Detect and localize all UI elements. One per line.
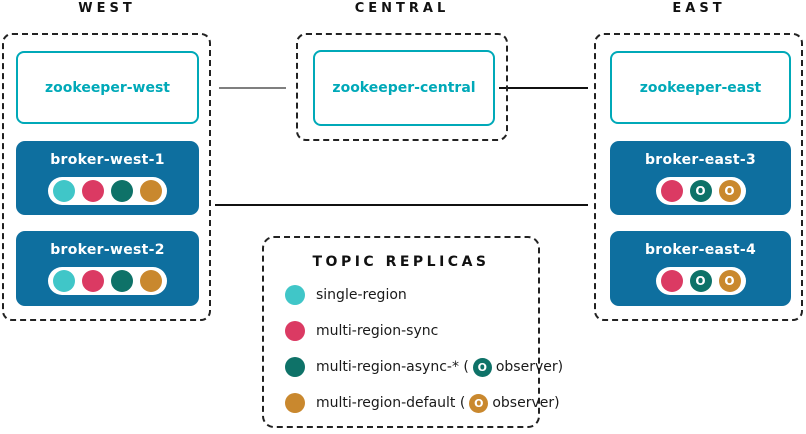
observer-glyph: O	[477, 360, 488, 374]
observer-glyph: O	[474, 396, 484, 410]
zookeeper-west-label: zookeeper-west	[45, 79, 170, 96]
broker-west-2-replica-pill	[48, 267, 167, 295]
legend-item-multi-region-default: multi-region-default ( O observer)	[285, 393, 563, 413]
legend-item-multi-region-async: multi-region-async-* ( O observer)	[285, 357, 563, 377]
replica-dot-multi-region-sync	[82, 270, 104, 292]
legend-dot-multi-region-async	[285, 357, 305, 377]
connector-zookeeper-west-central	[219, 87, 286, 89]
region-header-east: EAST	[672, 1, 726, 16]
broker-east-3-replica-pill: O O	[655, 176, 746, 205]
region-header-west: WEST	[78, 1, 136, 16]
replica-dot-multi-region-default-observer: O	[718, 270, 741, 292]
replica-dot-multi-region-sync	[660, 270, 683, 292]
legend-label: multi-region-sync	[316, 323, 439, 339]
replica-dot-multi-region-async-observer: O	[689, 179, 712, 202]
connector-brokers-west-east	[215, 204, 588, 206]
broker-east-4-replica-pill: O O	[655, 267, 746, 295]
replica-dot-multi-region-async-observer: O	[689, 270, 712, 292]
observer-glyph: O	[724, 183, 735, 198]
legend-box: TOPIC REPLICAS single-region multi-regio…	[262, 236, 563, 428]
region-central-box	[296, 33, 508, 141]
replica-dot-multi-region-sync	[660, 179, 683, 202]
legend-dot-multi-region-sync	[285, 321, 305, 341]
replica-dot-single-region	[53, 270, 75, 292]
replica-dot-multi-region-default	[140, 179, 162, 202]
observer-badge-async: O	[472, 357, 492, 377]
observer-glyph: O	[695, 183, 706, 198]
zookeeper-central-node: zookeeper-central	[313, 50, 495, 126]
broker-west-1-replica-pill	[48, 176, 167, 205]
replica-dot-multi-region-async	[111, 179, 133, 202]
legend-label: multi-region-async-* (	[316, 359, 469, 375]
legend-item-multi-region-sync: multi-region-sync	[285, 321, 563, 341]
region-header-central: CENTRAL	[354, 1, 450, 16]
connector-zookeeper-central-east	[499, 87, 588, 89]
broker-east-3-node: broker-east-3 O O	[610, 141, 791, 215]
region-west-box	[2, 33, 211, 321]
legend-label: single-region	[316, 287, 407, 303]
observer-glyph: O	[724, 274, 735, 288]
zookeeper-west-node: zookeeper-west	[16, 51, 199, 124]
broker-west-2-node: broker-west-2	[16, 231, 199, 306]
replica-dot-multi-region-default	[140, 270, 162, 292]
legend-label: observer)	[492, 395, 560, 411]
legend-dot-single-region	[285, 285, 305, 305]
replica-dot-multi-region-async	[111, 270, 133, 292]
broker-east-4-label: broker-east-4	[644, 242, 757, 258]
observer-glyph: O	[695, 274, 706, 288]
broker-west-2-label: broker-west-2	[50, 242, 165, 258]
broker-west-1-node: broker-west-1	[16, 141, 199, 215]
observer-badge-default: O	[469, 393, 489, 413]
legend-dot-multi-region-default	[285, 393, 305, 413]
region-east-box	[594, 33, 803, 321]
zookeeper-east-label: zookeeper-east	[639, 79, 762, 96]
replica-dot-multi-region-sync	[82, 179, 104, 202]
replica-dot-single-region	[53, 179, 75, 202]
broker-west-1-label: broker-west-1	[50, 151, 165, 168]
legend-label: multi-region-default (	[316, 395, 466, 411]
legend-items: single-region multi-region-sync multi-re…	[285, 285, 563, 413]
legend-item-single-region: single-region	[285, 285, 563, 305]
zookeeper-central-label: zookeeper-central	[332, 80, 476, 96]
broker-east-4-node: broker-east-4 O O	[610, 231, 791, 306]
zookeeper-east-node: zookeeper-east	[610, 51, 791, 124]
legend-label: observer)	[495, 359, 564, 375]
legend-title: TOPIC REPLICAS	[312, 254, 490, 270]
replica-dot-multi-region-default-observer: O	[718, 179, 741, 202]
broker-east-3-label: broker-east-3	[644, 151, 757, 168]
